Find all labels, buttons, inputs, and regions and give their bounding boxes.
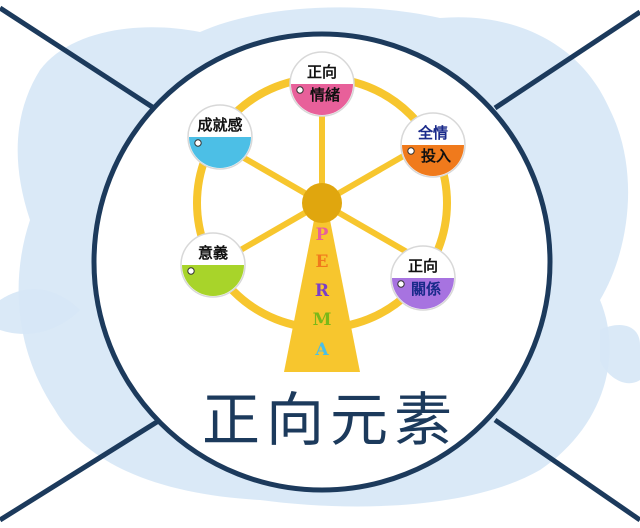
cabin-top-label: 正向 <box>408 257 438 275</box>
sparkle-ray <box>351 57 363 67</box>
sparkle-ray <box>287 111 297 121</box>
cabin-color <box>189 137 251 168</box>
sparkle-ray <box>347 111 357 121</box>
tower-body <box>284 215 360 372</box>
cabin-top-label: 成就感 <box>197 116 242 134</box>
cabin-bottom-label: 情緒 <box>310 86 340 104</box>
tower-letter: R <box>315 281 330 301</box>
tower-letter: M <box>313 310 332 330</box>
cloud-puff-right <box>600 325 640 384</box>
cabin-sparkle <box>281 57 363 121</box>
cabin: 成就感 <box>187 104 253 170</box>
tower-letter: P <box>316 225 329 245</box>
corner-line-bottom-left <box>0 417 162 523</box>
corner-line-top-left <box>0 5 162 115</box>
cabin-dot <box>296 86 304 94</box>
tower-letter: E <box>316 252 329 272</box>
cabin-top-label: 意義 <box>198 244 228 262</box>
cabin: 意義 <box>180 232 246 298</box>
cabin-dot <box>407 147 415 155</box>
cabin-color <box>291 84 353 115</box>
corner-lines <box>0 5 640 523</box>
corner-line-bottom-right <box>493 417 640 523</box>
sparkle-ray <box>281 57 293 67</box>
wheel-hub <box>302 183 342 223</box>
corner-line-top-right <box>493 9 640 111</box>
cabin-bottom-label: 投入 <box>421 147 451 165</box>
cabin-color <box>392 278 454 309</box>
cabin-dot <box>194 139 202 147</box>
cabin-dot <box>187 267 195 275</box>
cabin-top-label: 全情 <box>417 124 448 142</box>
cloud-puff-left <box>0 289 80 334</box>
tower-letter: A <box>314 340 329 360</box>
cabin-bottom-label: 關係 <box>411 280 441 298</box>
diagram-title: 正向元素 <box>202 386 458 454</box>
cabin-color <box>402 145 464 176</box>
cabin-top-label: 正向 <box>307 63 337 81</box>
cabin-dot <box>397 280 405 288</box>
cabin-color <box>182 265 244 296</box>
